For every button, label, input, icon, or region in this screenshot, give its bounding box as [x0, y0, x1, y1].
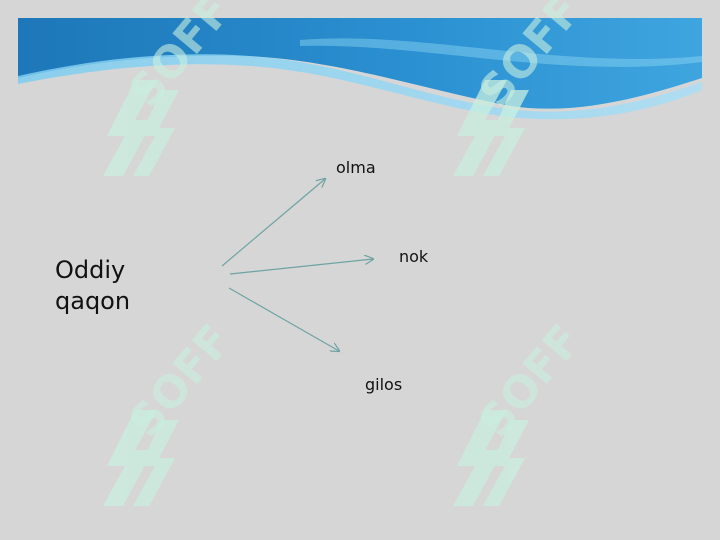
watermark-logo	[103, 410, 179, 506]
banner-dark-band	[18, 18, 702, 109]
banner-highlight-wave	[300, 38, 702, 67]
branch-label-olma: olma	[336, 158, 376, 177]
watermark-logo	[103, 80, 179, 176]
header-wave-banner	[18, 18, 702, 120]
arrow-to-gilos	[228, 287, 339, 351]
arrow-to-nok	[229, 259, 373, 275]
watermark-logo	[453, 80, 529, 176]
branch-label-gilos: gilos	[365, 375, 403, 394]
watermark-logo	[453, 410, 529, 506]
branch-label-nok: nok	[399, 247, 429, 266]
root-node-label: Oddiy qaqon	[55, 256, 131, 316]
arrow-to-olma	[221, 179, 325, 267]
